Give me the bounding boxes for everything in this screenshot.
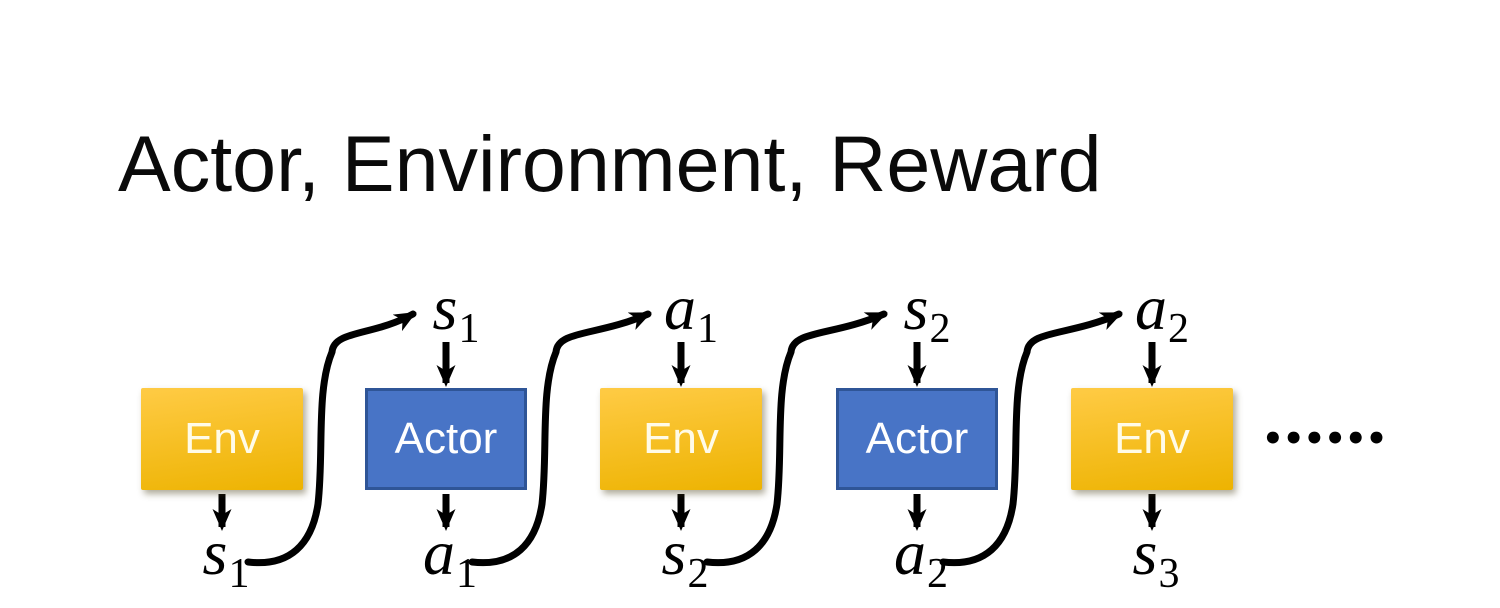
env-node-3: Env [1071,388,1233,490]
actor-node-1: Actor [365,388,527,490]
bottom-label-s2: s2 [662,521,709,596]
bottom-label-s1: s1 [203,521,250,596]
top-label-s2: s2 [904,276,951,351]
node-label: Env [184,414,260,463]
top-label-a2: a2 [1135,276,1189,351]
label-base: s [903,272,929,343]
label-base: a [1135,272,1167,343]
label-base: a [664,272,696,343]
top-label-a1: a1 [664,276,718,351]
node-label: Actor [865,414,969,463]
page-title: Actor, Environment, Reward [118,119,1102,208]
env-node-1: Env [141,388,303,490]
label-subscript: 1 [458,306,480,352]
label-base: s [432,272,458,343]
label-subscript: 1 [228,551,250,597]
node-label: Env [643,414,719,463]
continuation-dots: •••••• [1262,419,1387,459]
bottom-label-s3: s3 [1133,521,1180,596]
top-label-s1: s1 [433,276,480,351]
label-base: a [423,517,455,588]
label-base: s [1132,517,1158,588]
label-subscript: 2 [929,306,951,352]
label-subscript: 3 [1158,551,1180,597]
label-subscript: 2 [687,551,709,597]
node-label: Env [1114,414,1190,463]
label-base: a [894,517,926,588]
label-subscript: 2 [1168,306,1189,352]
env-node-2: Env [600,388,762,490]
bottom-label-a2: a2 [894,521,948,596]
actor-node-2: Actor [836,388,998,490]
label-subscript: 2 [927,551,948,597]
label-subscript: 1 [697,306,718,352]
label-base: s [202,517,228,588]
bottom-label-a1: a1 [423,521,477,596]
node-label: Actor [394,414,498,463]
label-subscript: 1 [456,551,477,597]
label-base: s [661,517,687,588]
